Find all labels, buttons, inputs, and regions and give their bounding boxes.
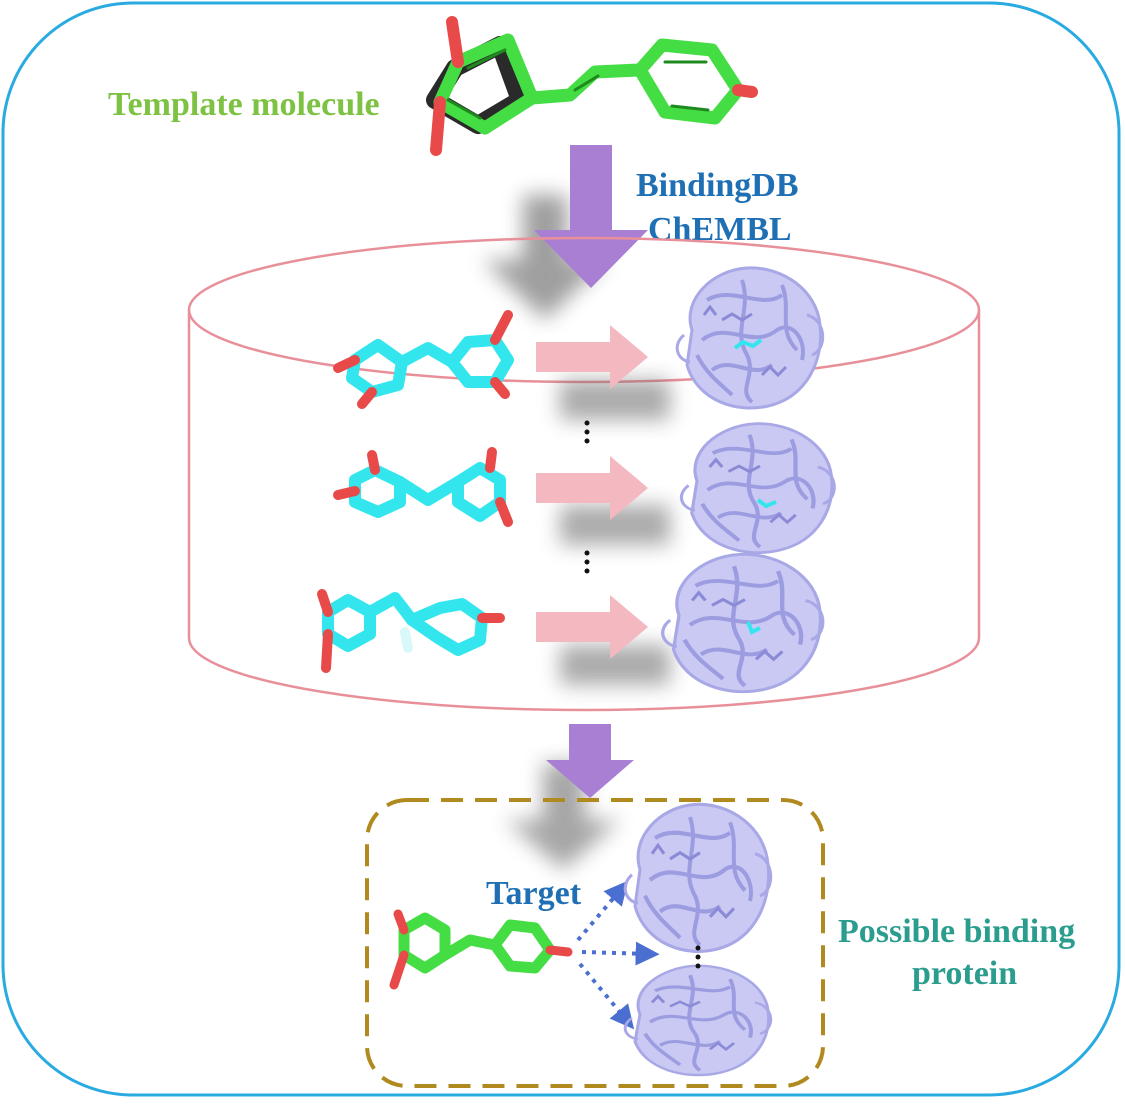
down-arrow-top [534, 145, 648, 288]
protein-structure-icon [663, 554, 823, 691]
protein-structure-icon [681, 424, 834, 553]
hit-molecule-icon [333, 447, 513, 527]
vertical-ellipsis-icon [695, 945, 701, 969]
dotted-arrow-icon [576, 880, 660, 1030]
binding-label-line1: Possible binding [838, 913, 1075, 950]
template-molecule-icon [389, 909, 573, 990]
vertical-ellipsis-icon [584, 420, 590, 574]
protein-structure-icon [623, 963, 773, 1078]
hit-molecule-icon [333, 310, 514, 409]
down-arrow-bottom [546, 724, 634, 798]
binding-label-line2: protein [912, 955, 1017, 992]
template-label: Template molecule [108, 86, 380, 123]
target-label: Target [486, 875, 582, 912]
protein-structure-icon [625, 804, 771, 951]
template-molecule-icon [426, 16, 758, 156]
db-label-bindingdb: BindingDB [636, 167, 799, 204]
bound-ligand-icon [733, 338, 777, 635]
result-box [365, 798, 825, 1088]
mapping-arrows [536, 325, 670, 685]
protein-structure-icon [675, 265, 825, 411]
hit-molecule-icon [317, 589, 505, 673]
